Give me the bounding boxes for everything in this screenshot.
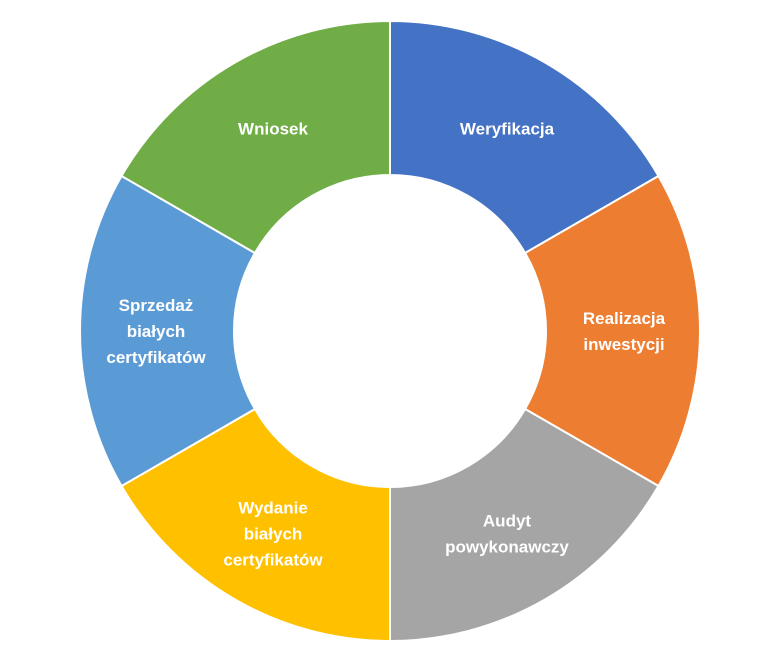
segment-label-line: białych <box>127 322 186 341</box>
ring-center-hole <box>234 175 546 487</box>
segment-label-line: Wniosek <box>238 119 308 138</box>
segment-label-line: powykonawczy <box>445 538 569 557</box>
segment-label-line: Realizacja <box>583 309 666 328</box>
segment-label-line: inwestycji <box>583 335 664 354</box>
segment-label-line: Audyt <box>483 512 532 531</box>
segment-label-wydanie-bialych-certyfikatow: Wydanie białych certyfikatów <box>223 499 323 570</box>
segment-label-audyt-powykonawczy: Audyt powykonawczy <box>445 512 569 557</box>
segment-label-sprzedaz-bialych-certyfikatow: Sprzedaż białych certyfikatów <box>106 296 206 367</box>
segment-label-line: Sprzedaż <box>119 296 194 315</box>
segment-label-wniosek: Wniosek <box>238 119 308 138</box>
segment-label-line: Wydanie <box>238 499 308 518</box>
segment-label-line: certyfikatów <box>223 551 323 570</box>
segment-label-weryfikacja: Weryfikacja <box>460 119 555 138</box>
segment-label-line: Weryfikacja <box>460 119 555 138</box>
segment-label-line: białych <box>244 525 303 544</box>
segment-label-realizacja-inwestycji: Realizacja inwestycji <box>583 309 666 354</box>
ring-segments <box>79 19 701 643</box>
segment-label-line: certyfikatów <box>106 348 206 367</box>
